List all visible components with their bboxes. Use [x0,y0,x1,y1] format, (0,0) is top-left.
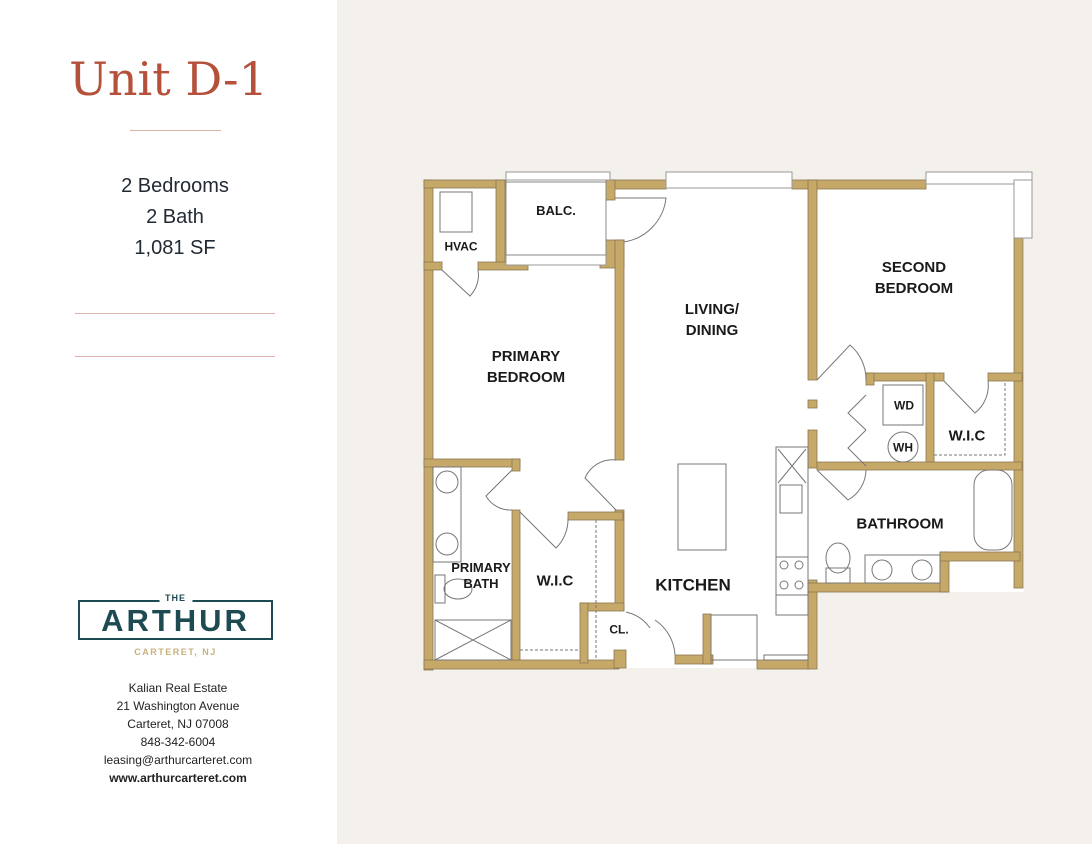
label-living-dining: LIVING/ DINING [684,301,740,339]
phone-number[interactable]: 848-342-6004 [140,735,216,749]
label-second-bedroom: SECOND BEDROOM [874,259,954,297]
arthur-logo: THE ARTHUR [78,593,273,640]
logo-the: THE [159,593,192,603]
label-kitchen: KITCHEN [655,575,731,595]
unit-specs: 2 Bedrooms 2 Bath 1,081 SF [0,171,350,264]
label-wic-second: W.I.C [948,427,986,445]
baths-count: 2 Bath [146,206,204,228]
unit-title: Unit D-1 [69,52,268,106]
label-wic-primary: W.I.C [536,572,574,590]
label-washer-dryer: WD [894,398,914,413]
square-footage: 1,081 SF [134,237,216,259]
label-primary-bedroom: PRIMARY BEDROOM [486,348,566,386]
label-hvac: HVAC [444,239,478,254]
company-name: Kalian Real Estate [128,681,228,695]
divider-1 [75,313,275,314]
logo-location: CARTERET, NJ [134,647,217,657]
website-link[interactable]: www.arthurcarteret.com [109,771,247,785]
city-address: Carteret, NJ 07008 [127,717,229,731]
divider-2 [75,356,275,357]
bedrooms-count: 2 Bedrooms [121,175,229,197]
logo-name: ARTHUR [101,603,250,638]
street-address: 21 Washington Avenue [116,699,240,713]
title-divider [130,130,221,131]
label-primary-bath: PRIMARY BATH [451,560,511,591]
label-closet: CL. [609,622,629,637]
label-bathroom: BATHROOM [856,515,944,533]
label-balcony: BALC. [536,203,576,218]
contact-block: Kalian Real Estate 21 Washington Avenue … [0,679,356,787]
email-link[interactable]: leasing@arthurcarteret.com [103,753,253,767]
label-water-heater: WH [893,440,913,455]
info-panel: Unit D-1 2 Bedrooms 2 Bath 1,081 SF THE … [0,0,337,844]
